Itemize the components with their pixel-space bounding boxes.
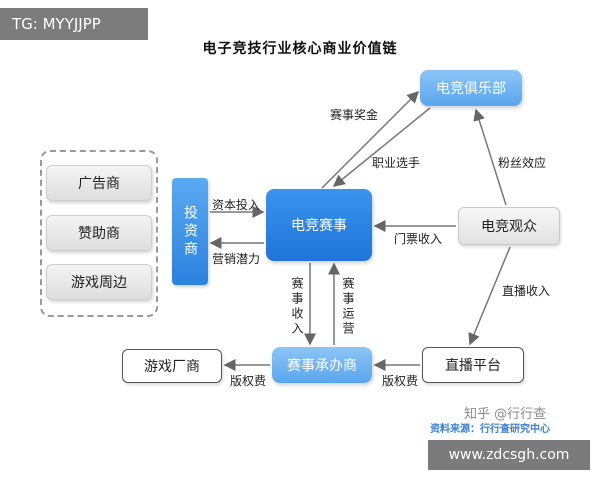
node-merch: 游戏周边 [46, 264, 152, 300]
label-event-income: 赛事收入 [290, 277, 304, 337]
label-ticket: 门票收入 [394, 232, 443, 246]
arrow-fan-effect [473, 108, 507, 206]
label-event-ops: 赛事运营 [341, 277, 355, 337]
label-live-income: 直播收入 [502, 284, 551, 298]
node-investor: 投资商 [172, 178, 208, 285]
node-game-maker: 游戏厂商 [122, 349, 222, 383]
node-organizer: 赛事承办商 [272, 347, 372, 383]
zhihu-watermark: 知乎 @行行查 [464, 407, 547, 422]
arrow-prize [321, 90, 420, 189]
arrow-pro-players [332, 107, 431, 187]
node-core-event: 电竞赛事 [266, 189, 372, 261]
watermark-tag: TG: MYYJJPP [0, 8, 148, 40]
diagram-title: 电子竞技行业核心商业价值链 [202, 41, 398, 57]
node-advertiser: 广告商 [46, 165, 152, 201]
label-marketing: 营销潜力 [212, 252, 261, 266]
sponsor-group [40, 150, 158, 317]
source-note: 资料来源：行行查研究中心 [430, 424, 550, 435]
label-prize: 赛事奖金 [330, 108, 379, 122]
label-fan-effect: 粉丝效应 [498, 156, 547, 170]
node-club: 电竞俱乐部 [420, 70, 522, 106]
node-live-platform: 直播平台 [422, 347, 524, 383]
label-pro-players: 职业选手 [372, 156, 421, 170]
arrow-live-income [468, 246, 511, 346]
label-copyright-left: 版权费 [230, 374, 267, 388]
label-copyright-right: 版权费 [382, 374, 419, 388]
site-url-watermark: www.zdcsgh.com [428, 440, 590, 470]
node-sponsor: 赞助商 [46, 215, 152, 251]
node-audience: 电竞观众 [458, 207, 560, 245]
label-capital-in: 资本投入 [212, 198, 261, 212]
